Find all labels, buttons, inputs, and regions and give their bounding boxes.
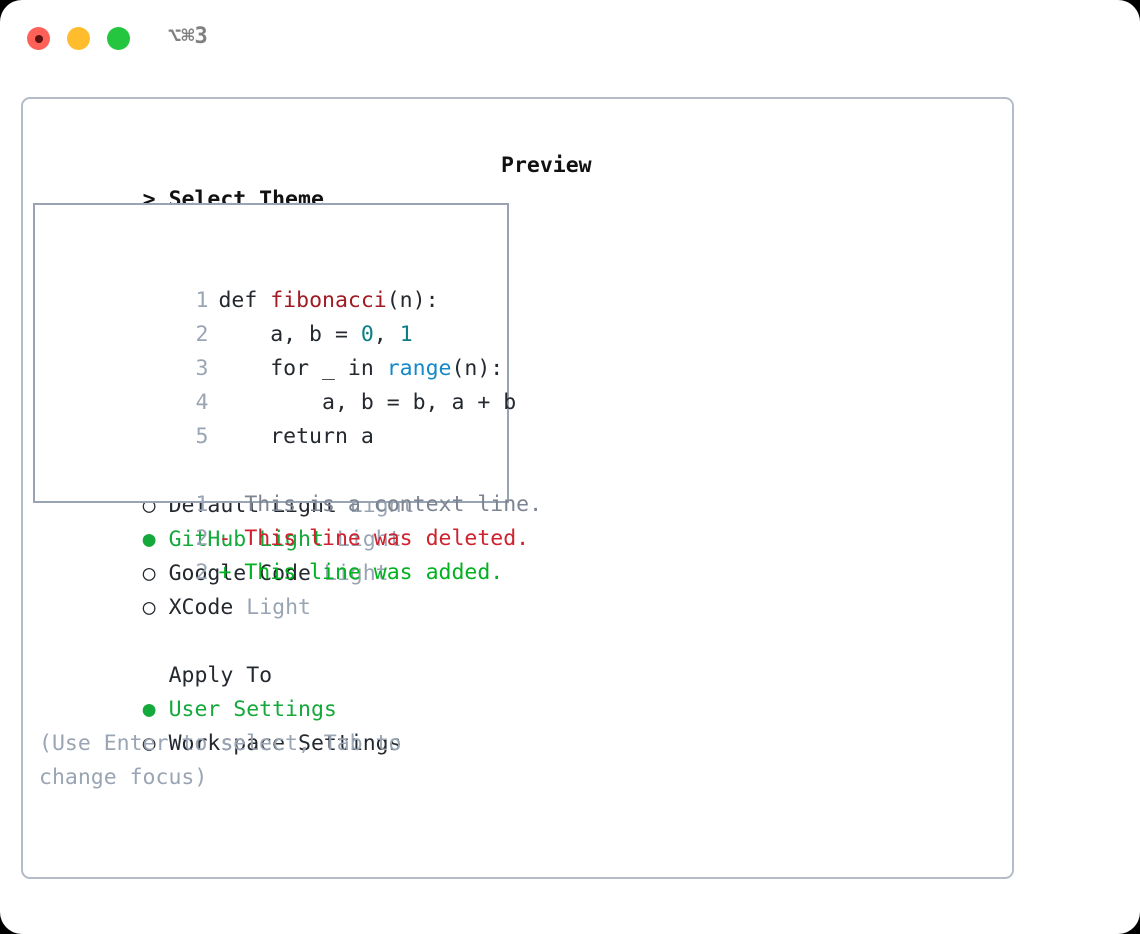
- diff-sign: [218, 492, 231, 517]
- line-number: 2: [195, 322, 209, 347]
- code-token: def: [218, 288, 271, 313]
- recording-indicator-icon: [35, 35, 43, 43]
- code-token: 0: [360, 322, 374, 347]
- code-token: fibonacci: [270, 288, 387, 313]
- diff-sign: -: [218, 526, 232, 551]
- apply-to-item-label: User Settings: [168, 697, 337, 722]
- code-token: a, b = b, a + b: [218, 390, 517, 415]
- diff-text: This is a context line.: [231, 492, 543, 517]
- diff-text: This line was deleted.: [231, 526, 530, 551]
- line-number: 5: [195, 424, 209, 449]
- code-token: a, b =: [218, 322, 361, 347]
- line-number: 1: [195, 288, 209, 313]
- diff-text: This line was added.: [231, 560, 504, 585]
- line-number: 4: [195, 390, 209, 415]
- line-number: 3: [195, 356, 209, 381]
- diff-line-deleted: 2- This line was deleted.: [55, 488, 530, 551]
- radio-unselected-icon: ○: [142, 561, 156, 586]
- line-number: 2: [195, 526, 209, 551]
- code-token: range: [386, 356, 452, 381]
- theme-name: XCode: [168, 595, 234, 620]
- radio-unselected-icon: ○: [142, 595, 156, 620]
- diff-line-context: 1 This is a context line.: [55, 454, 543, 517]
- main-panel: >Select Theme ○ANSI Dark ○Atom One Dark …: [21, 97, 1014, 879]
- list-item[interactable]: ○ Google Code Light: [39, 523, 479, 586]
- keyboard-shortcut-label: ⌥⌘3: [168, 24, 208, 49]
- radio-unselected-icon: ○: [142, 731, 156, 756]
- maximize-button-icon[interactable]: [107, 27, 130, 50]
- diff-line-added: 2 + This line was added.: [55, 522, 504, 585]
- code-token: (n):: [451, 356, 504, 381]
- apply-to-header: Apply To: [39, 625, 479, 688]
- theme-category: Light: [336, 527, 402, 552]
- code-token: (n):: [386, 288, 439, 313]
- theme-name: GitHub Light: [168, 527, 324, 552]
- code-token: ,: [373, 322, 400, 347]
- code-token: return a: [218, 424, 374, 449]
- code-line: 2 a, b = 0, 1: [55, 284, 497, 347]
- list-item-selected[interactable]: ● GitHub Light Light: [39, 489, 479, 552]
- apply-to-marker: [143, 659, 169, 693]
- line-number: 2: [195, 560, 209, 585]
- line-number: 1: [195, 492, 209, 517]
- code-line: 1 def fibonacci(n):: [55, 250, 497, 313]
- apply-to-item-selected[interactable]: ● User Settings: [39, 659, 479, 722]
- radio-selected-icon: ●: [142, 697, 156, 722]
- theme-category: Light: [323, 561, 389, 586]
- apply-to-title: Apply To: [168, 663, 273, 688]
- diff-sign: +: [218, 560, 232, 585]
- code-line: 3 for _ in range(n):: [55, 318, 504, 381]
- code-token: for _ in: [218, 356, 387, 381]
- list-item[interactable]: ○ XCode Light: [39, 557, 479, 620]
- theme-name: Google Code: [168, 561, 311, 586]
- code-line: 5 return a: [55, 386, 497, 449]
- keyboard-hint-text: (Use Enter to select, Tab to change focu…: [39, 731, 402, 790]
- code-line: 4 a, b = b, a + b: [55, 352, 517, 415]
- theme-picker-header: >Select Theme: [39, 149, 479, 212]
- preview-panel: Preview: [501, 149, 991, 183]
- apply-to-item-label: Workspace Settings: [168, 731, 402, 756]
- minimize-button-icon[interactable]: [67, 27, 90, 50]
- preview-heading: Preview: [501, 153, 592, 178]
- theme-category: Light: [246, 595, 311, 620]
- apply-to-item[interactable]: ○ Workspace Settings: [39, 693, 479, 756]
- radio-selected-icon: ●: [142, 527, 156, 552]
- code-token: 1: [399, 322, 413, 347]
- title-bar: ⌥⌘3: [0, 0, 1140, 78]
